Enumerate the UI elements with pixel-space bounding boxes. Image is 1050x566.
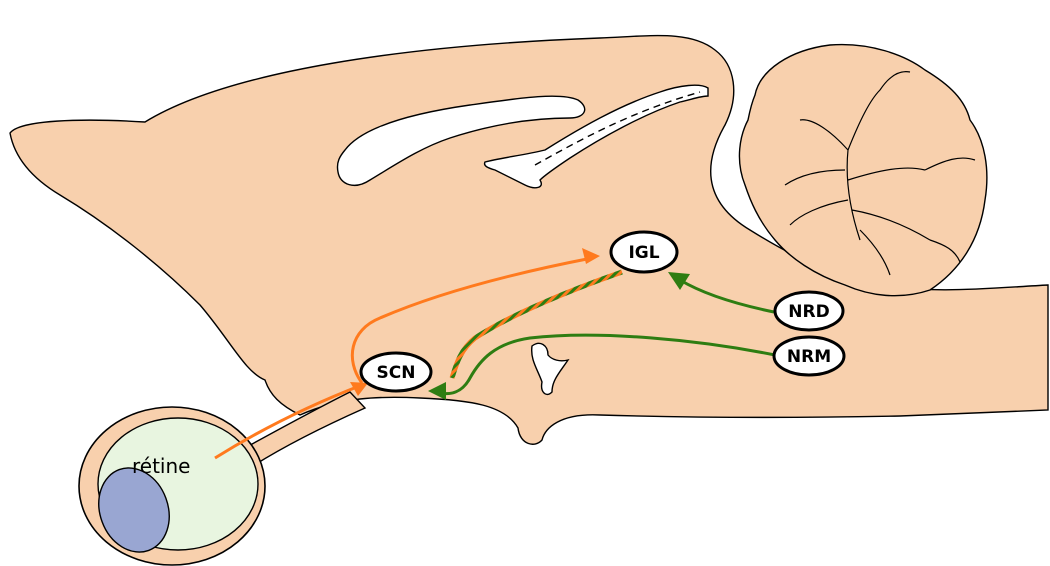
scn-nucleus: SCN: [361, 353, 431, 391]
nrm-label: NRM: [787, 347, 831, 367]
igl-nucleus: IGL: [611, 232, 677, 272]
nrm-nucleus: NRM: [774, 337, 844, 375]
retina-label: rétine: [132, 454, 190, 478]
nrd-nucleus: NRD: [775, 292, 843, 330]
nrd-label: NRD: [788, 302, 829, 322]
igl-label: IGL: [628, 243, 659, 263]
scn-label: SCN: [377, 363, 416, 383]
